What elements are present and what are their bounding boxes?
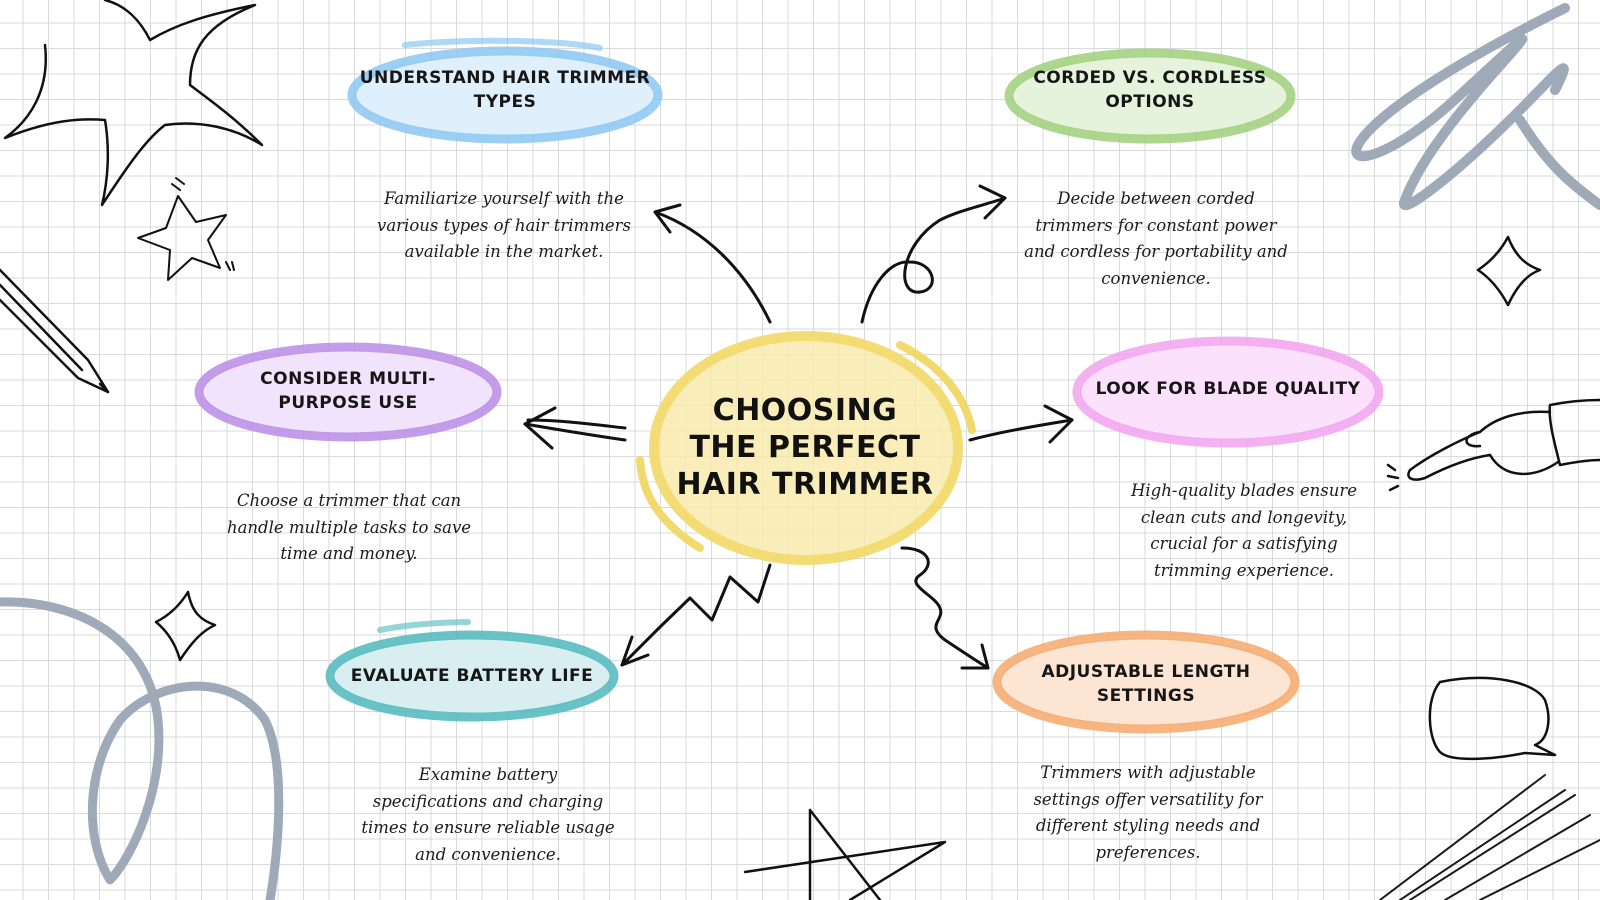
topic-title-types: Understand Hair Trimmer Types [359,68,651,112]
node-highlight-multipurpose [194,342,502,442]
center-topic-title: Choosing the Perfect Hair Trimmer [676,393,934,502]
connector-arrow [968,404,1074,444]
topic-title-battery: Evaluate Battery Life [350,666,594,686]
sparkle-icon [154,590,217,662]
connector-arrow [620,563,772,667]
connector-arrow [900,546,990,670]
node-highlight-battery [325,619,619,722]
star-icon [137,177,235,281]
center-node-highlight [636,331,976,565]
topic-description-multipurpose: Choose a trimmer that can handle multipl… [226,491,472,563]
connector-arrow [523,406,627,450]
topic-title-corded: Corded vs. Cordless Options [1033,68,1267,112]
pointing-hand-icon [1386,398,1600,492]
topic-description-length: Trimmers with adjustable settings offer … [1033,763,1263,862]
speech-bubble-icon [1428,676,1557,761]
node-highlight-length [992,630,1300,734]
node-highlight-types [347,37,663,144]
topic-title-multipurpose: Consider Multi-Purpose Use [260,369,436,413]
node-highlight-blade [1072,336,1384,448]
topic-description-types: Familiarize yourself with the various ty… [377,189,631,261]
connector-arrow [653,203,772,324]
topic-title-blade: Look for Blade Quality [1095,379,1361,399]
swirl-icon [0,597,284,900]
line-scribble-icon [1379,774,1600,900]
connector-arrow [860,184,1007,324]
scribble-icon [1351,3,1600,210]
topic-description-corded: Decide between corded trimmers for const… [1024,189,1288,288]
outline-star-icon [743,808,947,900]
node-highlight-corded [1004,48,1296,144]
sparkle-icon [1476,235,1542,307]
star-burst-icon [3,0,264,207]
topic-description-battery: Examine battery specifications and charg… [361,765,615,864]
pencil-icon [0,268,110,394]
topic-title-length: Adjustable Length Settings [1041,662,1251,706]
topic-description-blade: High-quality blades ensure clean cuts an… [1130,481,1358,580]
